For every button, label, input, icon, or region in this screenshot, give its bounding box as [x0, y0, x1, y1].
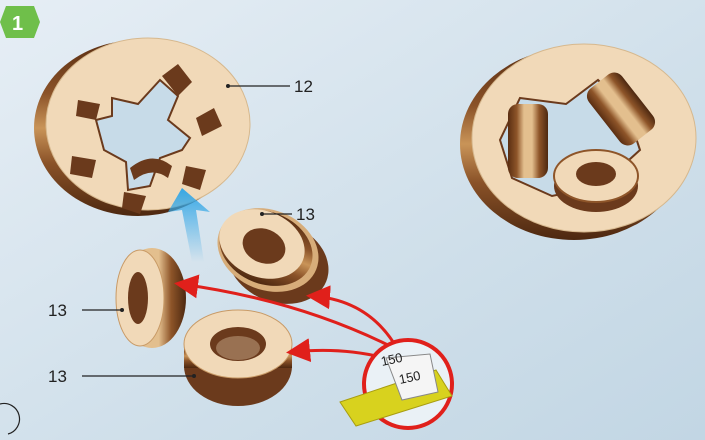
ring-part-13-bottom [183, 309, 293, 406]
label-part-13-top: 13 [296, 205, 315, 224]
insert-arrow-icon [168, 188, 210, 262]
sandpaper-grit-a: 150 [380, 350, 404, 369]
step-badge-icon: 1 [0, 6, 40, 38]
sandpaper-icon: 150 150 [339, 338, 454, 430]
next-step-marker [0, 402, 21, 435]
label-part-13-bottom: 13 [48, 367, 67, 386]
ring-part-13-top [217, 208, 329, 304]
label-part-13-left: 13 [48, 301, 67, 320]
ring-part-13-left [115, 248, 186, 348]
step-number: 1 [12, 13, 23, 35]
assembled-plate [460, 43, 697, 240]
label-part-12: 12 [294, 77, 313, 96]
sandpaper-grit-b: 150 [398, 368, 422, 387]
plate-part-12 [34, 37, 251, 216]
